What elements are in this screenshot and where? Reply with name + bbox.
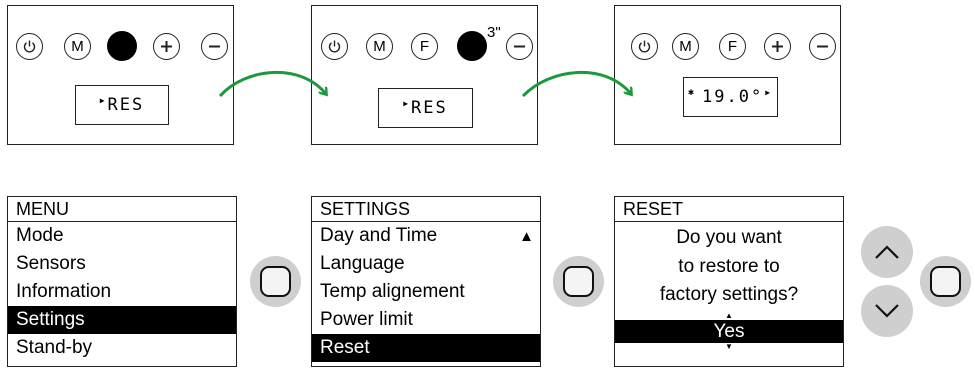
power-button[interactable] [16,33,43,60]
pressed-button-indicator [457,31,487,61]
screen-title: RESET [615,197,843,222]
up-button[interactable] [861,226,913,278]
control-panel-step-1: M ▶RES [7,5,234,145]
control-panel-step-3: M F ✱ 19.0°▶ [614,5,841,145]
menu-item-sensors[interactable]: Sensors [16,253,86,274]
flag-indicator-icon: ▶ [765,87,773,97]
ok-square-icon [563,266,594,297]
minus-button[interactable] [506,33,533,60]
settings-item-power-limit[interactable]: Power limit [320,309,413,330]
power-icon [23,40,36,53]
reset-question: Do you want to restore to factory settin… [615,224,843,310]
minus-icon [817,45,828,48]
arrow-step-2-to-3 [521,71,631,98]
menu-item-information[interactable]: Information [16,281,112,302]
function-key-label: F [419,38,430,55]
lcd-text: RES [107,95,145,115]
settings-item-day-and-time[interactable]: Day and Time ▲ [312,222,540,250]
minus-icon [514,45,525,48]
minus-button[interactable] [201,33,228,60]
lcd-display: ▶RES [378,88,473,128]
plus-button[interactable] [764,33,791,60]
pressed-button-indicator [107,31,137,61]
power-icon [638,40,651,53]
plus-icon [161,41,172,52]
minus-button[interactable] [809,33,836,60]
screen-title: MENU [8,197,236,222]
screen-title: SETTINGS [312,197,540,222]
mode-key-label: M [71,38,84,55]
question-line: Do you want [676,227,782,248]
lcd-text: RES [411,98,448,118]
lcd-display: ▶RES [75,85,169,125]
ok-button[interactable] [920,256,971,307]
menu-item-settings[interactable]: Settings [8,306,236,334]
chevron-up-icon [875,245,899,259]
ok-square-icon [260,266,291,297]
lcd-display: ✱ 19.0°▶ [683,77,778,117]
ok-square-icon [930,266,961,297]
menu-item-mode[interactable]: Mode [16,225,64,246]
settings-item-label: Day and Time [320,225,438,246]
settings-item-reset[interactable]: Reset [312,334,540,362]
question-line: factory settings? [659,284,799,305]
mode-key-label: M [679,38,692,55]
scroll-up-icon: ▲ [519,228,534,245]
snowflake-indicator-icon: ✱ [687,86,696,98]
settings-item-temp-alignement[interactable]: Temp alignement [320,281,465,302]
option-up-icon: ▲ [725,310,733,320]
settings-screen: SETTINGS Day and Time ▲ Language Temp al… [311,196,541,367]
power-icon [328,40,341,53]
lcd-temperature: 19.0° [702,87,764,107]
question-line: to restore to [678,255,780,277]
option-down-icon: ▼ [725,341,733,351]
control-panel-step-2: M F 3" ▶RES [311,5,538,145]
function-button[interactable]: F [411,33,438,60]
mode-button[interactable]: M [366,33,393,60]
chevron-down-icon [875,304,899,318]
function-key-label: F [727,38,738,55]
ok-button[interactable] [250,256,301,307]
plus-button[interactable] [153,33,180,60]
function-button[interactable]: F [719,33,746,60]
flag-indicator-icon: ▶ [99,95,107,105]
settings-item-language[interactable]: Language [320,253,405,274]
power-button[interactable] [631,33,658,60]
plus-icon [772,41,783,52]
flag-indicator-icon: ▶ [403,98,411,108]
minus-icon [209,45,220,48]
reset-screen: RESET Do you want to restore to factory … [614,196,844,367]
menu-item-stand-by[interactable]: Stand-by [16,337,93,358]
mode-button[interactable]: M [672,33,699,60]
hold-time-label: 3" [487,24,501,41]
power-button[interactable] [321,33,348,60]
arrow-step-1-to-2 [218,71,326,98]
ok-button[interactable] [553,256,604,307]
down-button[interactable] [861,285,913,337]
option-yes[interactable]: Yes [615,319,843,343]
mode-key-label: M [373,38,386,55]
mode-button[interactable]: M [64,33,91,60]
menu-screen: MENU Mode Sensors Information Settings S… [7,196,237,367]
